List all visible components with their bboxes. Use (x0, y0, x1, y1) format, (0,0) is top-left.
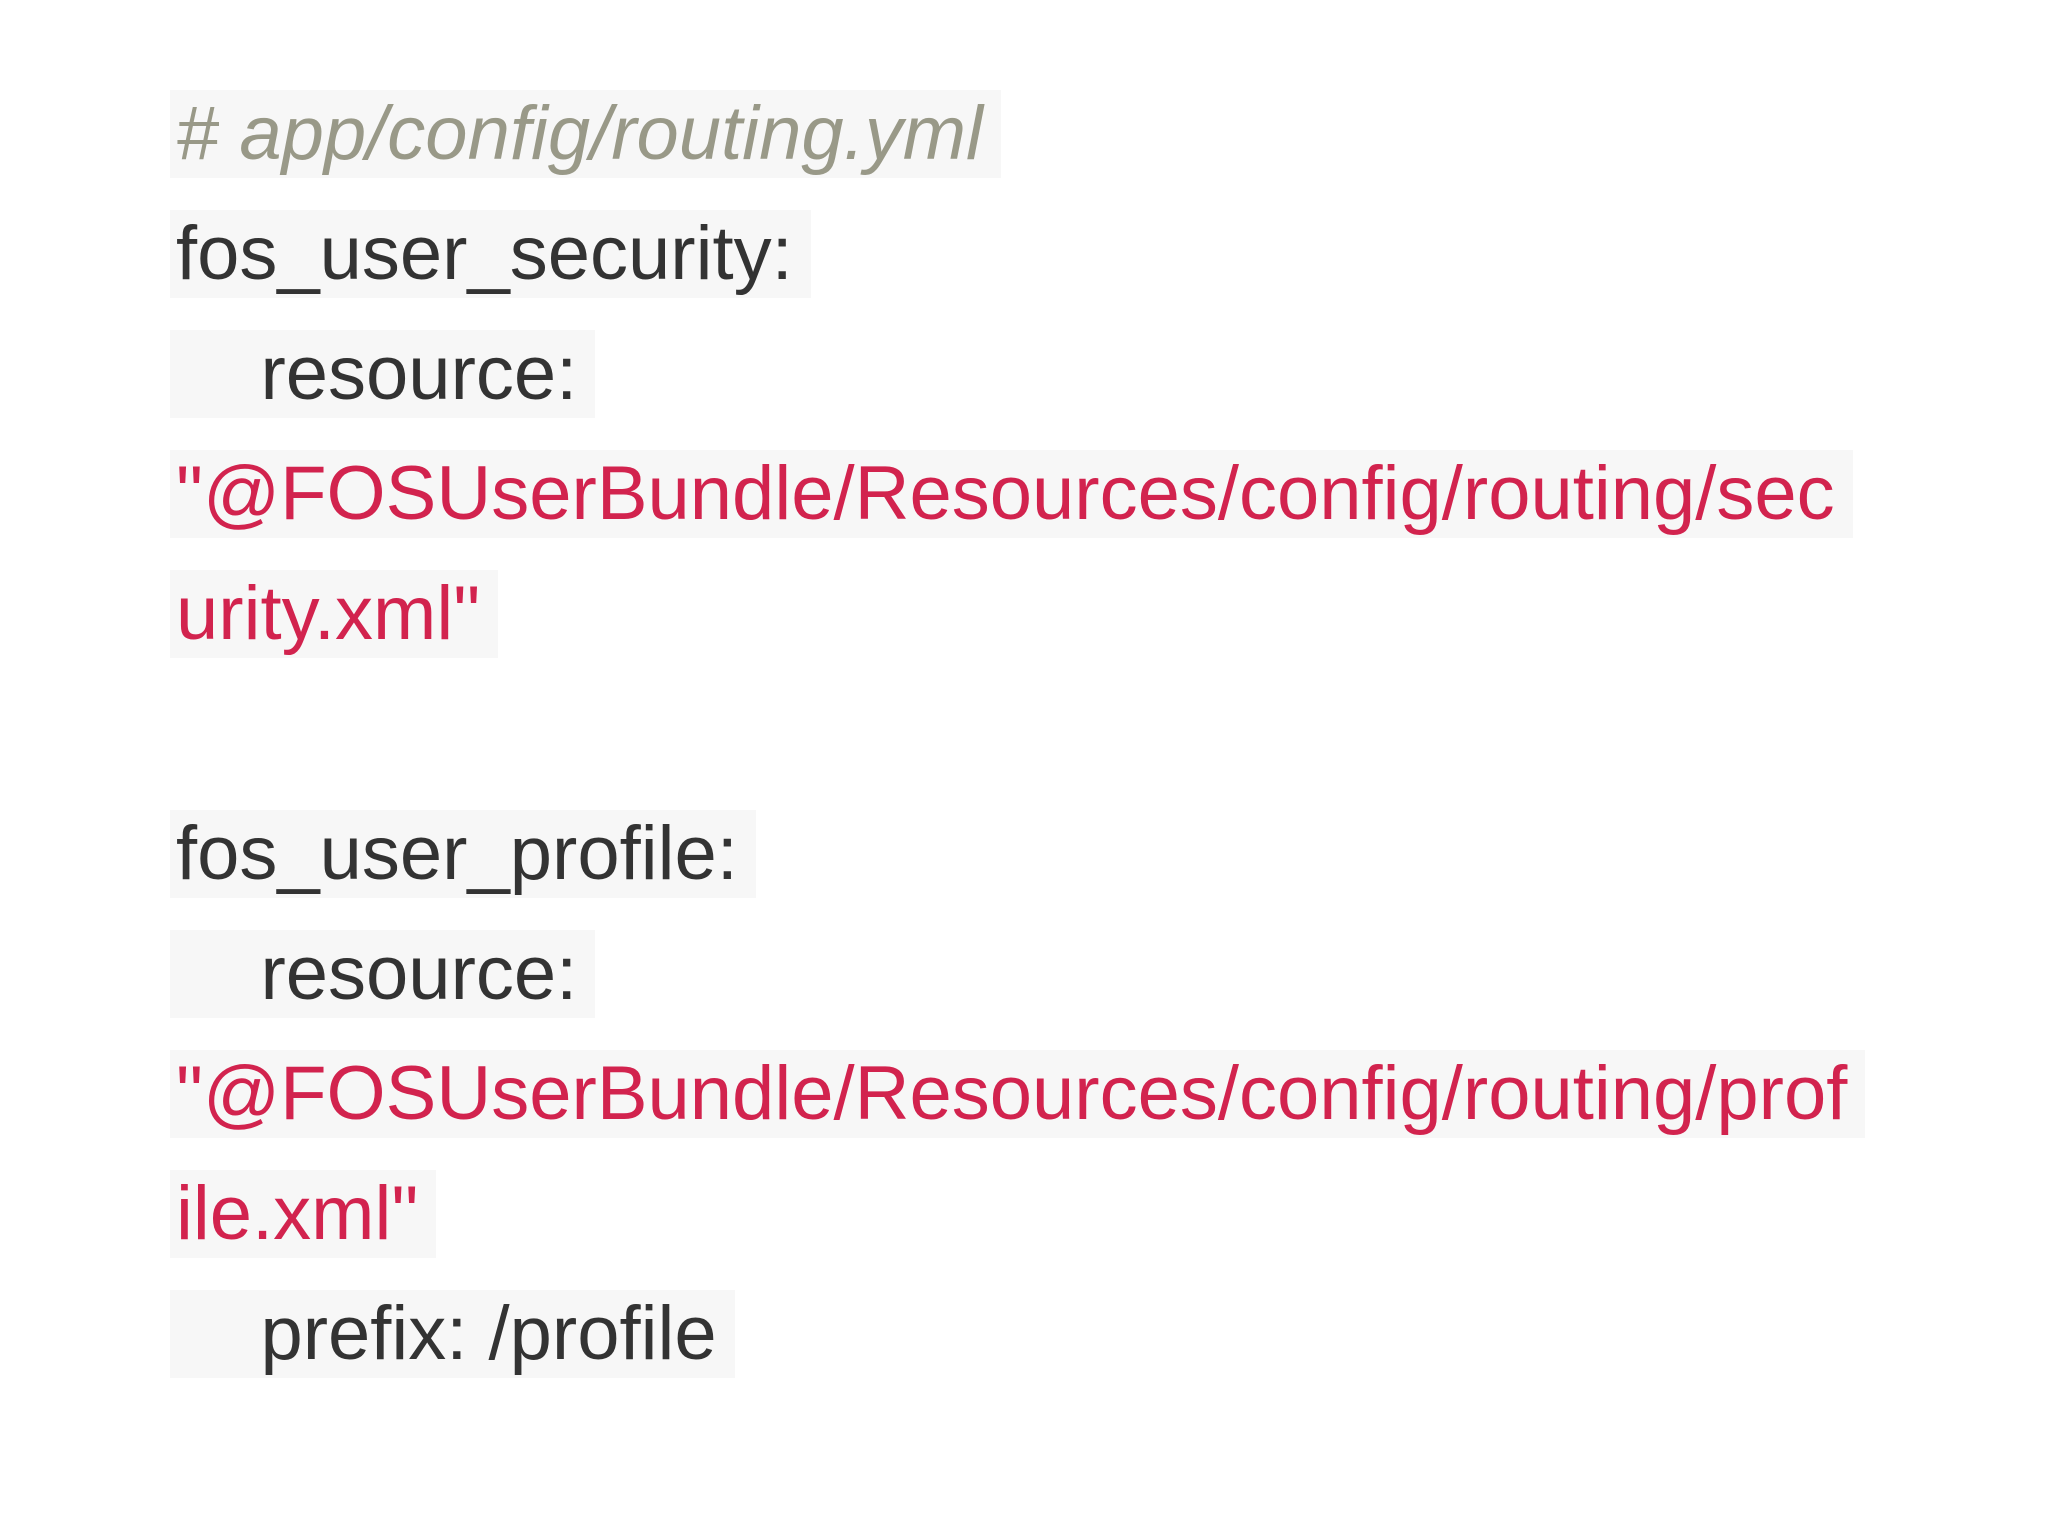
code-line: resource: (170, 914, 2008, 1034)
code-string-text: urity.xml" (170, 570, 499, 658)
code-line-blank (170, 674, 2008, 794)
code-string-text: "@FOSUserBundle/Resources/config/routing… (170, 1050, 1866, 1138)
code-line: urity.xml" (170, 554, 2008, 674)
code-key-text: fos_user_security: (170, 210, 811, 298)
code-key-text: fos_user_profile: (170, 810, 756, 898)
code-block: # app/config/routing.yml fos_user_securi… (170, 74, 2008, 1394)
code-comment-text: # app/config/routing.yml (170, 90, 1001, 178)
code-line: resource: (170, 314, 2008, 434)
code-string-text: ile.xml" (170, 1170, 437, 1258)
code-key-text: resource: (170, 330, 596, 418)
code-line-comment: # app/config/routing.yml (170, 74, 2008, 194)
code-line: fos_user_profile: (170, 794, 2008, 914)
code-line: "@FOSUserBundle/Resources/config/routing… (170, 1034, 2008, 1154)
code-line: fos_user_security: (170, 194, 2008, 314)
code-key-text: resource: (170, 930, 596, 1018)
code-line: "@FOSUserBundle/Resources/config/routing… (170, 434, 2008, 554)
code-key-text: prefix: /profile (170, 1290, 735, 1378)
code-line: ile.xml" (170, 1154, 2008, 1274)
code-line: prefix: /profile (170, 1274, 2008, 1394)
code-string-text: "@FOSUserBundle/Resources/config/routing… (170, 450, 1853, 538)
